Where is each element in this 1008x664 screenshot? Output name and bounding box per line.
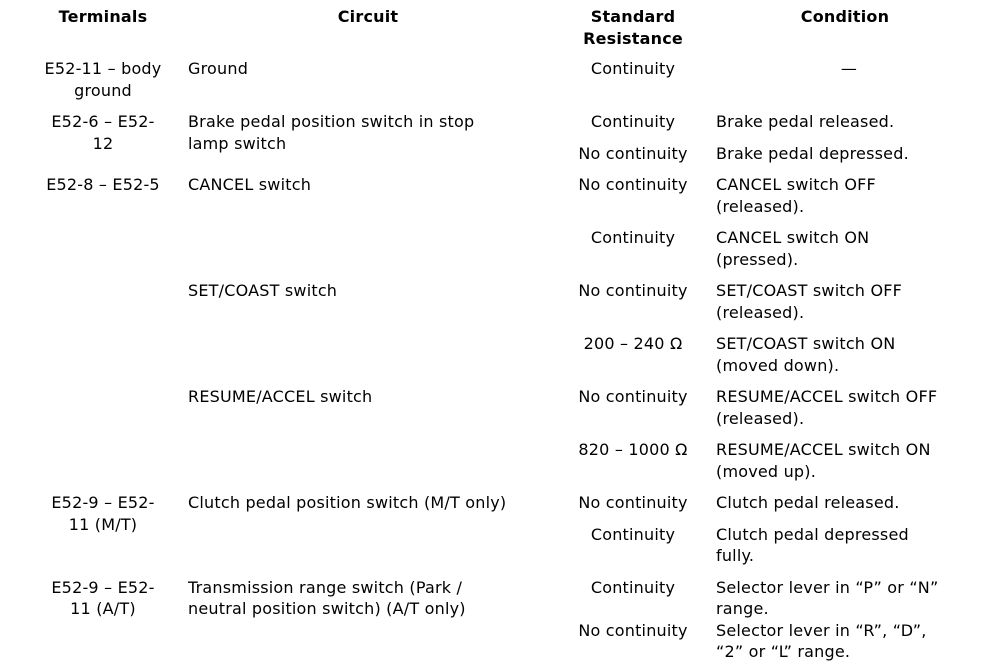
condition-cell: RESUME/ACCEL switch ON (moved up). — [716, 440, 931, 481]
circuit-block: CANCEL switch No continuity CANCEL switc… — [178, 174, 1000, 270]
circuit-list: Clutch pedal position switch (M/T only) … — [178, 492, 1000, 567]
subrow-list: Continuity — — [558, 58, 1000, 80]
subrow-list: Continuity Selector lever in “P” or “N” … — [558, 577, 1000, 663]
circuit-cell: RESUME/ACCEL switch — [188, 387, 373, 406]
resistance-cell: Continuity — [590, 59, 676, 78]
table-row: Continuity CANCEL switch ON (pressed). — [558, 227, 1000, 270]
resistance-cell: No continuity — [578, 143, 688, 163]
circuit-list: Ground Continuity — — [178, 58, 1000, 80]
terminal-cell: E52-11 – body ground — [44, 59, 162, 100]
circuit-block: Transmission range switch (Park / neutra… — [178, 577, 1000, 663]
subrow-list: No continuity Clutch pedal released. Con… — [558, 492, 1000, 567]
table-row: No continuity SET/COAST switch OFF (rele… — [558, 280, 1000, 323]
circuit-list: Transmission range switch (Park / neutra… — [178, 577, 1000, 663]
col-header-circuit: Circuit — [337, 7, 399, 26]
circuit-cell: Brake pedal position switch in stop lamp… — [188, 112, 475, 153]
subrow-list: No continuity CANCEL switch OFF (release… — [558, 174, 1000, 270]
resistance-cell: No continuity — [578, 620, 688, 640]
terminal-cell: E52-9 – E52- 11 (M/T) — [51, 493, 155, 534]
table-row-group: E52-9 – E52- 11 (A/T) Transmission range… — [28, 577, 1000, 663]
table-row: Continuity Selector lever in “P” or “N” … — [558, 577, 1000, 620]
table-row: Continuity — — [558, 58, 1000, 80]
resistance-cell: 820 – 1000 Ω — [578, 440, 688, 459]
circuit-cell: SET/COAST switch — [188, 281, 338, 300]
circuit-block: SET/COAST switch No continuity SET/COAST… — [178, 280, 1000, 376]
terminal-cell: E52-8 – E52-5 — [46, 175, 160, 194]
condition-cell: SET/COAST switch OFF (released). — [716, 281, 903, 322]
terminal-cell: E52-9 – E52- 11 (A/T) — [51, 577, 155, 619]
condition-cell: Brake pedal depressed. — [716, 143, 909, 163]
table-header-row: Terminals Circuit Standard Resistance Co… — [28, 6, 1000, 49]
condition-cell: Clutch pedal released. — [716, 493, 900, 512]
condition-cell: CANCEL switch ON (pressed). — [716, 228, 870, 269]
condition-cell: Brake pedal released. — [716, 112, 895, 131]
circuit-list: CANCEL switch No continuity CANCEL switc… — [178, 174, 1000, 482]
table-row: No continuity Clutch pedal released. — [558, 492, 1000, 514]
resistance-cell: No continuity — [578, 493, 688, 512]
condition-cell: Clutch pedal depressed fully. — [716, 524, 909, 566]
col-header-standard-resistance: Standard Resistance — [583, 7, 683, 48]
condition-cell: — — [840, 59, 858, 78]
table-row: Continuity Brake pedal released. — [558, 111, 1000, 133]
resistance-cell: No continuity — [578, 175, 688, 194]
circuit-cell: Clutch pedal position switch (M/T only) — [188, 493, 507, 512]
table-row: 820 – 1000 Ω RESUME/ACCEL switch ON (mov… — [558, 439, 1000, 482]
subrow-list: No continuity SET/COAST switch OFF (rele… — [558, 280, 1000, 376]
resistance-cell: No continuity — [578, 387, 688, 406]
table-row: Continuity Clutch pedal depressed fully. — [558, 524, 1000, 567]
col-header-condition: Condition — [800, 7, 890, 26]
subrow-list: Continuity Brake pedal released. No cont… — [558, 111, 1000, 164]
table-row-group: E52-9 – E52- 11 (M/T) Clutch pedal posit… — [28, 492, 1000, 567]
circuit-cell: Transmission range switch (Park / neutra… — [188, 577, 466, 619]
table-row: No continuity CANCEL switch OFF (release… — [558, 174, 1000, 217]
col-header-terminals: Terminals — [58, 7, 148, 26]
table-row-group: E52-6 – E52- 12 Brake pedal position swi… — [28, 111, 1000, 164]
circuit-cell: CANCEL switch — [188, 175, 312, 194]
condition-cell: Selector lever in “R”, “D”, “2” or “L” r… — [716, 620, 927, 662]
circuit-block: Brake pedal position switch in stop lamp… — [178, 111, 1000, 164]
resistance-cell: 200 – 240 Ω — [583, 334, 683, 353]
condition-cell: RESUME/ACCEL switch OFF (released). — [716, 387, 938, 428]
condition-cell: Selector lever in “P” or “N” range. — [716, 577, 939, 619]
subrow-list: No continuity RESUME/ACCEL switch OFF (r… — [558, 386, 1000, 482]
table-row: 200 – 240 Ω SET/COAST switch ON (moved d… — [558, 333, 1000, 376]
table-row: No continuity Selector lever in “R”, “D”… — [558, 620, 1000, 663]
table-row-group: E52-8 – E52-5 CANCEL switch No continuit… — [28, 174, 1000, 482]
table-row: No continuity RESUME/ACCEL switch OFF (r… — [558, 386, 1000, 429]
table-row: No continuity Brake pedal depressed. — [558, 143, 1000, 165]
resistance-cell: Continuity — [590, 112, 676, 131]
circuit-block: Ground Continuity — — [178, 58, 1000, 80]
resistance-cell: Continuity — [590, 228, 676, 247]
resistance-cell: No continuity — [578, 281, 688, 300]
condition-cell: CANCEL switch OFF (released). — [716, 175, 876, 216]
resistance-cell: Continuity — [590, 577, 676, 597]
circuit-block: RESUME/ACCEL switch No continuity RESUME… — [178, 386, 1000, 482]
condition-cell: SET/COAST switch ON (moved down). — [716, 334, 896, 375]
circuit-list: Brake pedal position switch in stop lamp… — [178, 111, 1000, 164]
circuit-cell: Ground — [188, 59, 249, 78]
table-row-group: E52-11 – body ground Ground Continuity — — [28, 58, 1000, 101]
resistance-cell: Continuity — [590, 524, 676, 544]
terminal-cell: E52-6 – E52- 12 — [51, 112, 155, 153]
circuit-block: Clutch pedal position switch (M/T only) … — [178, 492, 1000, 567]
